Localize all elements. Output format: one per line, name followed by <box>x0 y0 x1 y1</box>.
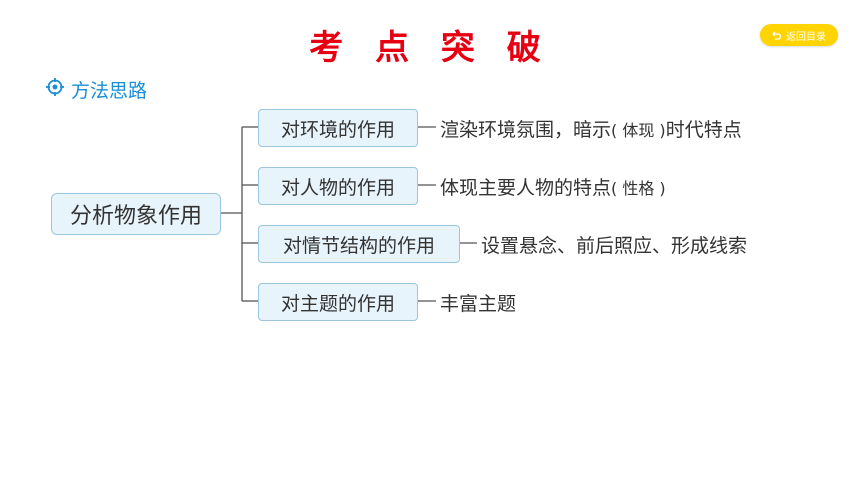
page-title: 考 点 突 破 <box>309 28 551 68</box>
branch-character: 对人物的作用 <box>258 167 418 205</box>
return-arrow-icon <box>772 30 782 40</box>
desc-environment-main: 渲染环境氛围，暗示 <box>440 119 612 141</box>
desc-character: 体现主要人物的特点( 性格 ) <box>440 173 666 200</box>
desc-environment: 渲染环境氛围，暗示( 体现 )时代特点 <box>440 115 742 142</box>
desc-character-main: 体现主要人物的特点 <box>440 177 612 199</box>
section-label: 方法思路 <box>71 80 148 102</box>
desc-environment-paren: ( 体现 ) <box>611 121 666 140</box>
desc-character-paren: ( 性格 ) <box>611 179 666 198</box>
back-to-contents-button[interactable]: 返回目录 <box>760 24 838 46</box>
root-node: 分析物象作用 <box>51 193 221 235</box>
desc-environment-tail: 时代特点 <box>665 119 742 141</box>
back-to-contents-label: 返回目录 <box>786 31 826 43</box>
section-heading: 方法思路 <box>46 76 147 103</box>
branch-plot-structure: 对情节结构的作用 <box>258 225 460 263</box>
target-icon <box>46 78 64 101</box>
desc-theme: 丰富主题 <box>440 293 517 315</box>
desc-plot-structure: 设置悬念、前后照应、形成线索 <box>481 235 748 257</box>
branch-theme: 对主题的作用 <box>258 283 418 321</box>
branch-environment: 对环境的作用 <box>258 109 418 147</box>
